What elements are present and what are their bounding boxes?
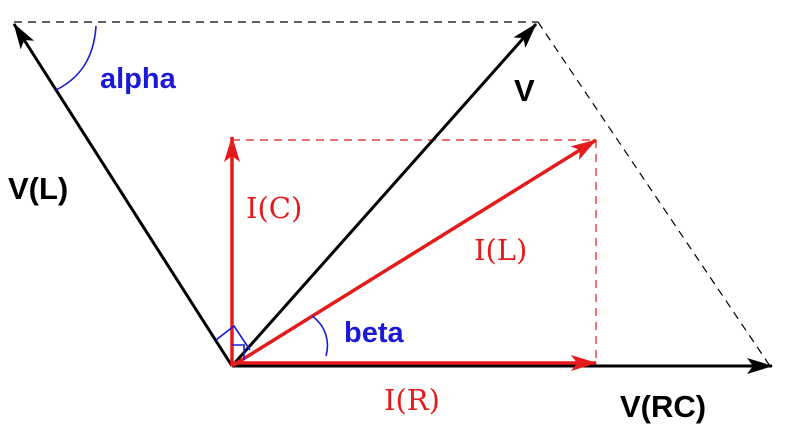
alpha-arc [55, 25, 97, 91]
label-alpha: alpha [100, 63, 177, 95]
current-phasors [224, 136, 597, 371]
v-phasor [230, 23, 538, 367]
v-l-phasor [12, 23, 234, 367]
right-angle-marker [215, 324, 251, 351]
label-beta: beta [344, 317, 405, 349]
label-i-l: I(L) [474, 233, 527, 267]
construction-lines [14, 21, 771, 367]
dashed-right-line [537, 21, 771, 367]
beta-arc [311, 315, 329, 357]
label-v-rc: V(RC) [620, 389, 706, 424]
voltage-phasors [12, 23, 773, 374]
i-l-phasor [231, 138, 597, 368]
angle-marks [55, 25, 329, 360]
current-construction-lines [232, 139, 597, 366]
label-v: V [514, 73, 535, 108]
label-i-r: I(R) [384, 383, 440, 417]
right-angle-inner [232, 344, 245, 360]
label-i-c: I(C) [246, 191, 302, 225]
label-v-l: V(L) [8, 171, 68, 206]
